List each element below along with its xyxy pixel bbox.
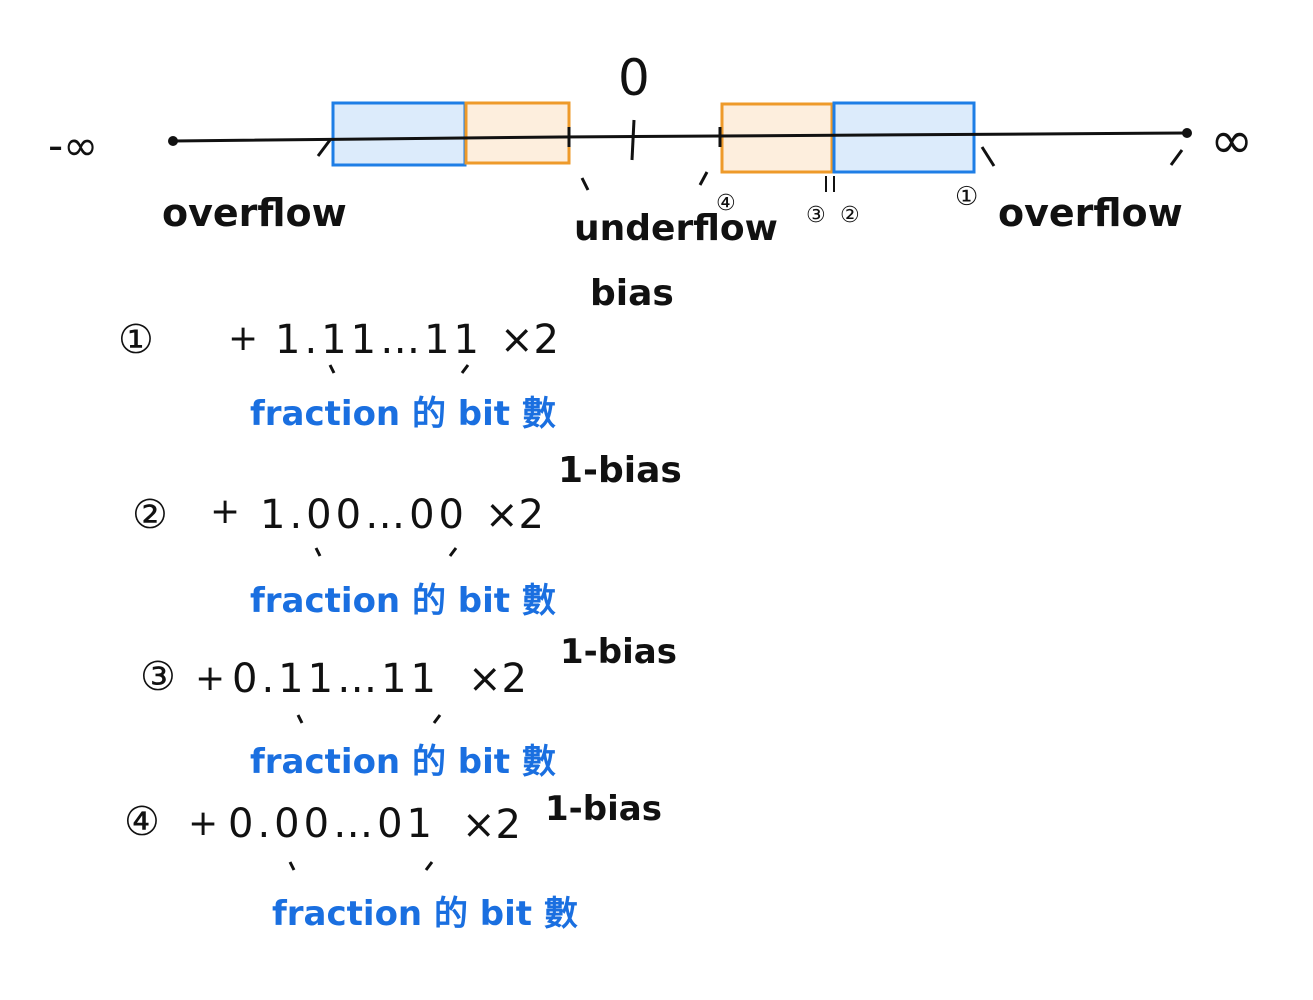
formula-marker: ③ <box>140 654 176 700</box>
formula-sign: + <box>228 318 258 359</box>
formula-1: ① + 1.11…11 ×2 bias fraction 的 bit 數 <box>118 273 674 434</box>
bracket-overflow-left <box>316 139 332 157</box>
fraction-bits-note: fraction 的 bit 數 <box>272 894 578 934</box>
formula-2: ② + 1.00…00 ×2 1-bias fraction 的 bit 數 <box>132 450 682 621</box>
positive-normalized-range <box>832 101 976 174</box>
bracket-overflow-right-start <box>980 146 996 167</box>
bracket-underflow-left <box>580 177 590 191</box>
axis-line <box>172 131 1188 143</box>
formula-times-two: ×2 <box>468 656 527 702</box>
formula-mantissa: 0.11…11 <box>232 656 440 702</box>
formula-mantissa: 1.11…11 <box>275 317 483 363</box>
negative-infinity-label: -∞ <box>48 121 98 170</box>
formula-times-two: ×2 <box>485 492 544 538</box>
formula-exponent: 1-bias <box>558 450 682 491</box>
fraction-brace <box>328 364 470 374</box>
formula-3: ③ + 0.11…11 ×2 1-bias fraction 的 bit 數 <box>140 632 677 782</box>
marker-4-label: ④ <box>716 191 736 216</box>
formula-mantissa: 1.00…00 <box>260 492 468 538</box>
formula-exponent: 1-bias <box>560 632 677 672</box>
number-line: -∞ 0 ∞ overflow underflow overflow ④ ③ ②… <box>48 49 1253 249</box>
fraction-brace <box>288 861 434 871</box>
marker-2-label: ② <box>840 203 860 228</box>
formula-exponent: bias <box>590 273 674 314</box>
formula-times-two: ×2 <box>462 802 521 848</box>
formula-sign: + <box>188 803 218 844</box>
formula-mantissa: 0.00…01 <box>228 801 436 847</box>
fraction-bits-note: fraction 的 bit 數 <box>250 394 556 434</box>
negative-normalized-range <box>331 101 467 167</box>
formula-marker: ② <box>132 492 168 538</box>
formula-marker: ④ <box>124 799 160 845</box>
formula-marker: ① <box>118 317 154 363</box>
formula-exponent: 1-bias <box>545 789 662 829</box>
fraction-bits-note: fraction 的 bit 數 <box>250 581 556 621</box>
formula-sign: + <box>210 491 240 532</box>
zero-label: 0 <box>618 49 650 107</box>
underflow-label: underflow <box>574 208 778 249</box>
formula-4: ④ + 0.00…01 ×2 1-bias fraction 的 bit 數 <box>124 789 662 934</box>
fraction-brace <box>314 547 458 557</box>
negative-denormalized-range <box>464 101 571 165</box>
overflow-right-label: overflow <box>998 191 1183 235</box>
bracket-underflow-right <box>698 171 709 186</box>
positive-infinity-label: ∞ <box>1210 111 1253 171</box>
formula-sign: + <box>195 658 225 699</box>
tick-zero <box>630 119 636 161</box>
overflow-left-label: overflow <box>162 191 347 235</box>
fraction-bits-note: fraction 的 bit 數 <box>250 742 556 782</box>
formula-times-two: ×2 <box>500 317 559 363</box>
positive-denormalized-range <box>720 102 834 174</box>
fraction-brace <box>296 714 442 724</box>
bracket-overflow-right-end <box>1169 149 1184 166</box>
marker-1-label: ① <box>955 182 978 212</box>
marker-3-label: ③ <box>806 203 826 228</box>
